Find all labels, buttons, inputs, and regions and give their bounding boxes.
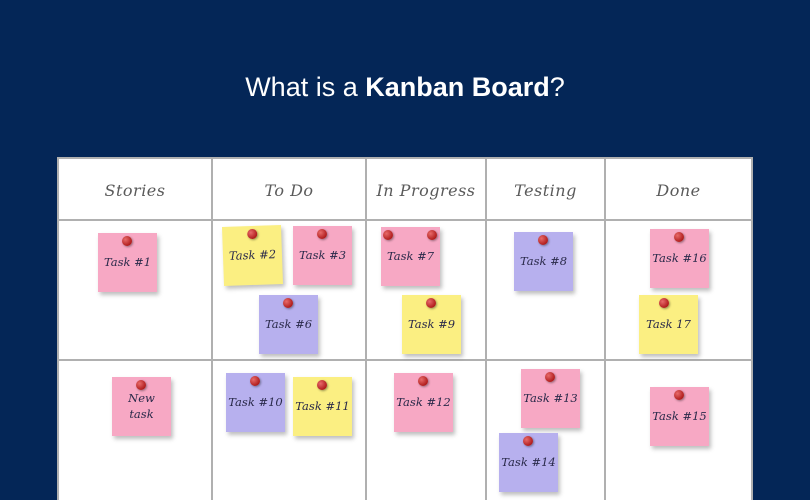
note-label: Task #14 bbox=[501, 454, 556, 469]
note-label: Task #2 bbox=[228, 246, 277, 263]
pin-icon bbox=[250, 376, 260, 386]
sticky-note-task-15[interactable]: Task #15 bbox=[650, 387, 709, 446]
row-divider bbox=[59, 359, 751, 361]
sticky-note-task-7[interactable]: Task #7 bbox=[381, 227, 440, 286]
pin-icon bbox=[538, 235, 548, 245]
sticky-note-task-13[interactable]: Task #13 bbox=[521, 369, 580, 428]
sticky-note-task-11[interactable]: Task #11 bbox=[293, 377, 352, 436]
pin-icon bbox=[383, 230, 393, 240]
pin-icon bbox=[426, 298, 436, 308]
title-prefix: What is a bbox=[245, 72, 366, 102]
pin-icon bbox=[545, 372, 555, 382]
column-divider bbox=[604, 159, 606, 500]
note-label: Task #10 bbox=[228, 394, 283, 409]
pin-icon bbox=[427, 230, 437, 240]
note-label: Task #3 bbox=[298, 247, 347, 262]
column-divider bbox=[485, 159, 487, 500]
column-header-testing: Testing bbox=[514, 180, 577, 200]
sticky-note-task-6[interactable]: Task #6 bbox=[259, 295, 318, 354]
note-label: Task #16 bbox=[652, 250, 707, 265]
note-label: Task #11 bbox=[295, 398, 350, 413]
note-label: Task #15 bbox=[652, 408, 707, 423]
note-label: Task #13 bbox=[523, 390, 578, 405]
sticky-note-task-9[interactable]: Task #9 bbox=[402, 295, 461, 354]
column-divider bbox=[211, 159, 213, 500]
row-divider bbox=[59, 219, 751, 221]
column-header-stories: Stories bbox=[104, 180, 166, 200]
sticky-note-task-3[interactable]: Task #3 bbox=[293, 226, 352, 285]
pin-icon bbox=[247, 228, 258, 240]
pin-icon bbox=[674, 390, 684, 400]
sticky-note-task-16[interactable]: Task #16 bbox=[650, 229, 709, 288]
note-label: Task #12 bbox=[396, 394, 451, 409]
note-label: Task #6 bbox=[264, 316, 313, 331]
title-suffix: ? bbox=[549, 72, 565, 102]
column-header-done: Done bbox=[656, 180, 701, 200]
note-label: Task #7 bbox=[386, 248, 435, 263]
note-label: New task bbox=[128, 390, 155, 421]
sticky-note-new-task[interactable]: New task bbox=[112, 377, 171, 436]
kanban-board: Stories To Do In Progress Testing Done T… bbox=[57, 157, 753, 500]
pin-icon bbox=[674, 232, 684, 242]
pin-icon bbox=[136, 380, 146, 390]
sticky-note-task-10[interactable]: Task #10 bbox=[226, 373, 285, 432]
column-divider bbox=[365, 159, 367, 500]
column-header-in-progress: In Progress bbox=[376, 180, 476, 200]
note-label: Task #9 bbox=[407, 316, 456, 331]
sticky-note-task-1[interactable]: Task #1 bbox=[98, 233, 157, 292]
pin-icon bbox=[418, 376, 428, 386]
pin-icon bbox=[317, 229, 327, 239]
pin-icon bbox=[283, 298, 293, 308]
sticky-note-task-12[interactable]: Task #12 bbox=[394, 373, 453, 432]
pin-icon bbox=[122, 236, 132, 246]
page-title: What is a Kanban Board? bbox=[0, 72, 810, 103]
pin-icon bbox=[317, 380, 327, 390]
sticky-note-task-8[interactable]: Task #8 bbox=[514, 232, 573, 291]
pin-icon bbox=[523, 436, 533, 446]
column-header-todo: To Do bbox=[264, 180, 314, 200]
note-label: Task #8 bbox=[519, 253, 568, 268]
pin-icon bbox=[659, 298, 669, 308]
sticky-note-task-2[interactable]: Task #2 bbox=[221, 224, 284, 287]
sticky-note-task-17[interactable]: Task 17 bbox=[639, 295, 698, 354]
sticky-note-task-14[interactable]: Task #14 bbox=[499, 433, 558, 492]
title-bold: Kanban Board bbox=[365, 72, 550, 102]
note-label: Task 17 bbox=[646, 316, 691, 331]
note-label: Task #1 bbox=[103, 254, 152, 269]
